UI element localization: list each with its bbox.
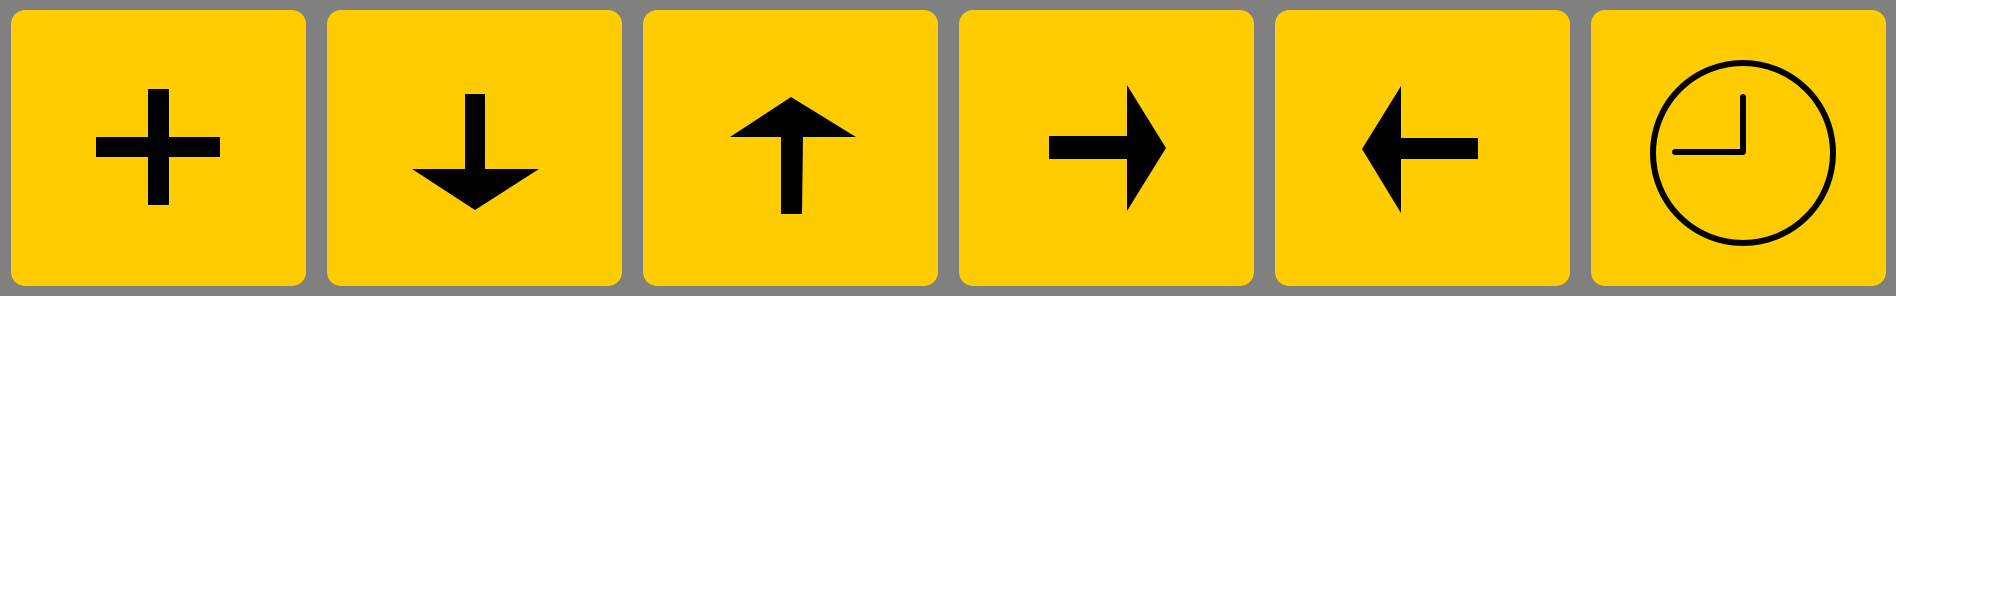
arrow-right-button[interactable] — [959, 10, 1254, 286]
plus-button[interactable] — [11, 10, 306, 286]
arrow-right-icon — [1049, 85, 1166, 211]
arrow-left-button[interactable] — [1275, 10, 1570, 286]
plus-icon — [96, 89, 220, 205]
arrow-up-icon — [730, 97, 856, 214]
arrow-left-icon — [1362, 86, 1478, 213]
arrow-down-icon — [412, 94, 539, 210]
icon-toolbar — [0, 0, 1896, 296]
arrow-down-button[interactable] — [327, 10, 622, 286]
clock-button[interactable] — [1591, 10, 1886, 286]
clock-icon — [1650, 60, 1836, 246]
arrow-up-button[interactable] — [643, 10, 938, 286]
